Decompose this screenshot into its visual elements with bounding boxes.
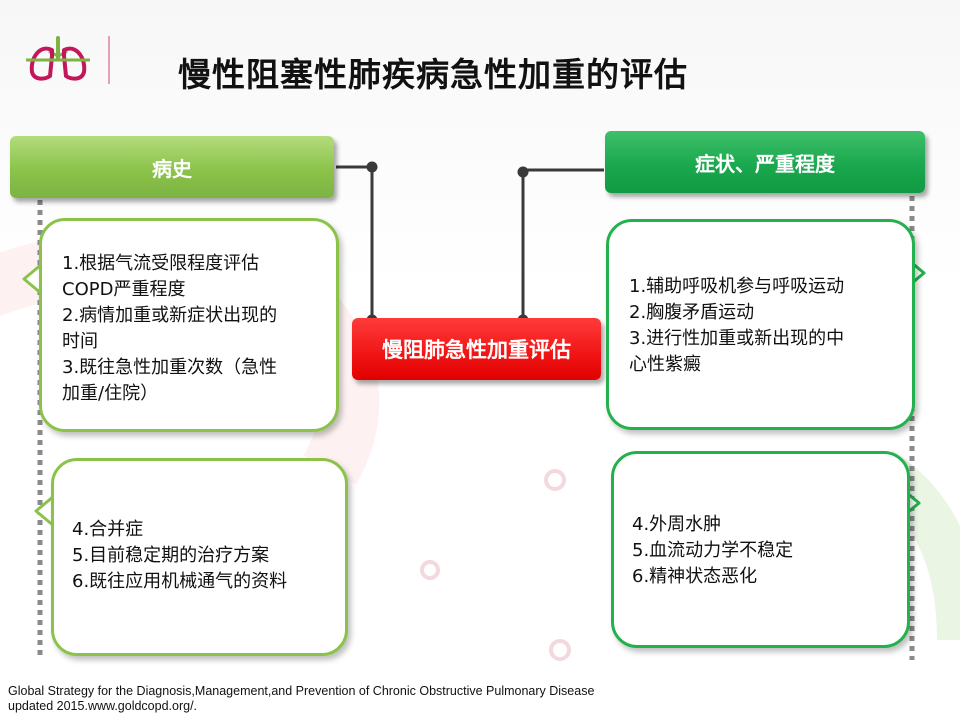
history-item-line: 加重/住院） xyxy=(62,383,159,404)
logo-divider xyxy=(108,36,110,84)
citation-footer: Global Strategy for the Diagnosis,Manage… xyxy=(8,684,594,714)
symptom-item-line: 4.外周水肿 xyxy=(632,514,722,535)
citation-line: Global Strategy for the Diagnosis,Manage… xyxy=(8,684,595,698)
assessment-center-box: 慢阻肺急性加重评估 xyxy=(352,318,601,380)
history-item-line: COPD严重程度 xyxy=(62,279,186,300)
lungs-logo-icon xyxy=(26,36,90,81)
history-item-line: 3.既往急性加重次数（急性 xyxy=(62,357,278,378)
history-header: 病史 xyxy=(10,136,334,198)
symptoms-header: 症状、严重程度 xyxy=(605,131,925,193)
symptoms-box-1: 1.辅助呼吸机参与呼吸运动 2.胸腹矛盾运动 3.进行性加重或新出现的中 心性紫… xyxy=(606,219,915,430)
history-item-line: 2.病情加重或新症状出现的 xyxy=(62,305,278,326)
symptom-item-line: 2.胸腹矛盾运动 xyxy=(629,302,755,323)
history-item-line: 6.既往应用机械通气的资料 xyxy=(72,571,288,592)
history-item-line: 4.合并症 xyxy=(72,519,144,540)
symptom-item-line: 6.精神状态恶化 xyxy=(632,566,758,587)
bubble-tail-left-1 xyxy=(22,262,43,296)
symptom-item-line: 1.辅助呼吸机参与呼吸运动 xyxy=(629,276,845,297)
history-item-line: 1.根据气流受限程度评估 xyxy=(62,253,260,274)
history-box-1: 1.根据气流受限程度评估 COPD严重程度 2.病情加重或新症状出现的 时间 3… xyxy=(39,218,339,432)
citation-line: updated 2015.www.goldcopd.org/. xyxy=(8,699,198,713)
symptoms-box-2: 4.外周水肿 5.血流动力学不稳定 6.精神状态恶化 xyxy=(611,451,910,648)
symptom-item-line: 5.血流动力学不稳定 xyxy=(632,540,794,561)
bubble-tail-left-2 xyxy=(34,494,55,528)
symptom-item-line: 3.进行性加重或新出现的中 xyxy=(629,328,845,349)
page-title: 慢性阻塞性肺疾病急性加重的评估 xyxy=(178,55,688,94)
history-item-line: 时间 xyxy=(62,331,98,352)
history-item-line: 5.目前稳定期的治疗方案 xyxy=(72,545,270,566)
history-box-2: 4.合并症 5.目前稳定期的治疗方案 6.既往应用机械通气的资料 xyxy=(51,458,348,656)
symptom-item-line: 心性紫癜 xyxy=(629,354,701,375)
